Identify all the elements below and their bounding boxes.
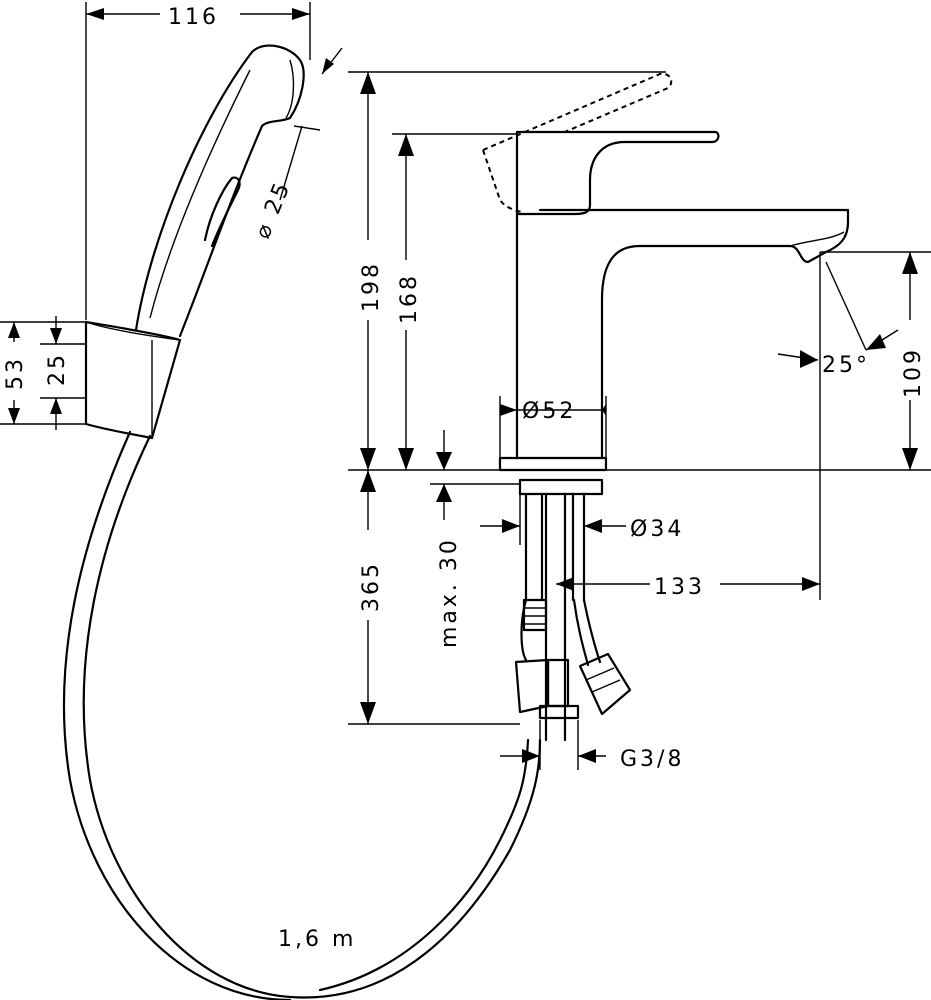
hand-shower: [134, 44, 305, 338]
hose: [62, 430, 542, 1000]
dim-116-label: 116: [168, 5, 219, 30]
mixer-tap: [482, 72, 850, 742]
dim-109-label: 109: [901, 347, 926, 398]
dim-diameter-25-label: ⌀ 25: [250, 177, 296, 242]
dim-hose-length-label: 1,6 m: [278, 927, 356, 952]
shower-holder: [84, 320, 182, 440]
dimension-lines: [0, 2, 931, 770]
dim-25-degree-label: 25°: [822, 353, 870, 378]
dim-133-label: 133: [654, 575, 705, 600]
dim-53-label: 53: [3, 356, 28, 390]
dim-365-label: 365: [359, 561, 384, 612]
dim-diameter-34-label: Ø34: [630, 517, 684, 542]
dim-g38-label: G3/8: [620, 747, 684, 772]
dim-max-30-label: max. 30: [437, 537, 462, 648]
dim-25-label: 25: [45, 352, 70, 386]
dim-198-label: 198: [359, 261, 384, 312]
dim-diameter-52-label: Ø52: [522, 399, 576, 424]
dim-168-label: 168: [397, 273, 422, 324]
